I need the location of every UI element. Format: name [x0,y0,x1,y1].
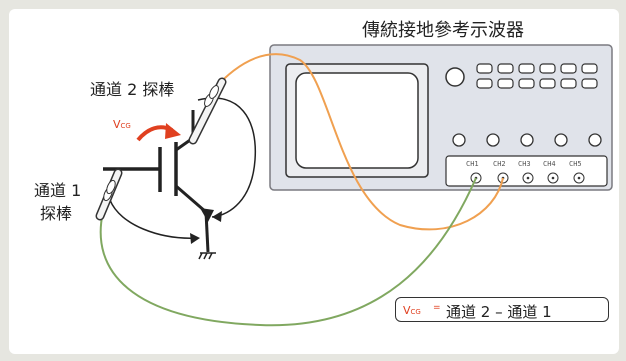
formula-expression: 通道 2 – 通道 1 [446,303,552,321]
ch2-ground-lead-arrow [212,211,222,222]
scope-screen [295,72,419,169]
ch1-probe-label-line1: 通道 1 [34,181,82,200]
channel-label-2: CH2 [493,160,506,168]
formula-vcg: VCG [403,304,421,317]
vcg-label: VCG [113,118,131,131]
channel-label-3: CH3 [518,160,531,168]
ch1-ground-lead-arrow [190,233,200,244]
ch1-probe-label-line2: 探棒 [40,204,73,223]
vcg-subscript: CG [120,122,131,130]
formula-equals: = [433,303,441,313]
channel-label-1: CH1 [466,160,479,168]
formula-box: VCG = 通道 2 – 通道 1 [395,297,609,322]
channel-panel [445,155,608,187]
vcg-arrowhead [165,123,181,139]
emitter-arrowhead [200,208,214,222]
emitter-lead [175,184,207,214]
formula-symbol: V [403,304,411,317]
ch1-probe-body [95,168,123,221]
ch1-probe-wire [99,177,477,327]
scope-buttons [476,63,598,89]
ground-symbol-lines [198,252,216,260]
ch2-ground-lead [197,97,257,218]
oscilloscope [269,44,613,191]
formula-subscript: CG [410,308,421,316]
channel-label-4: CH4 [543,160,556,168]
ch2-probe-wire [212,53,504,231]
ch2-probe-body [188,77,227,145]
scope-knob [445,67,465,87]
scope-title: 傳統接地參考示波器 [362,20,524,41]
ch1-ground-lead [109,199,199,239]
channel-label-5: CH5 [569,160,582,168]
scope-dials [452,133,602,147]
vcg-symbol: V [113,118,121,131]
ch2-probe-label: 通道 2 探棒 [90,80,175,99]
